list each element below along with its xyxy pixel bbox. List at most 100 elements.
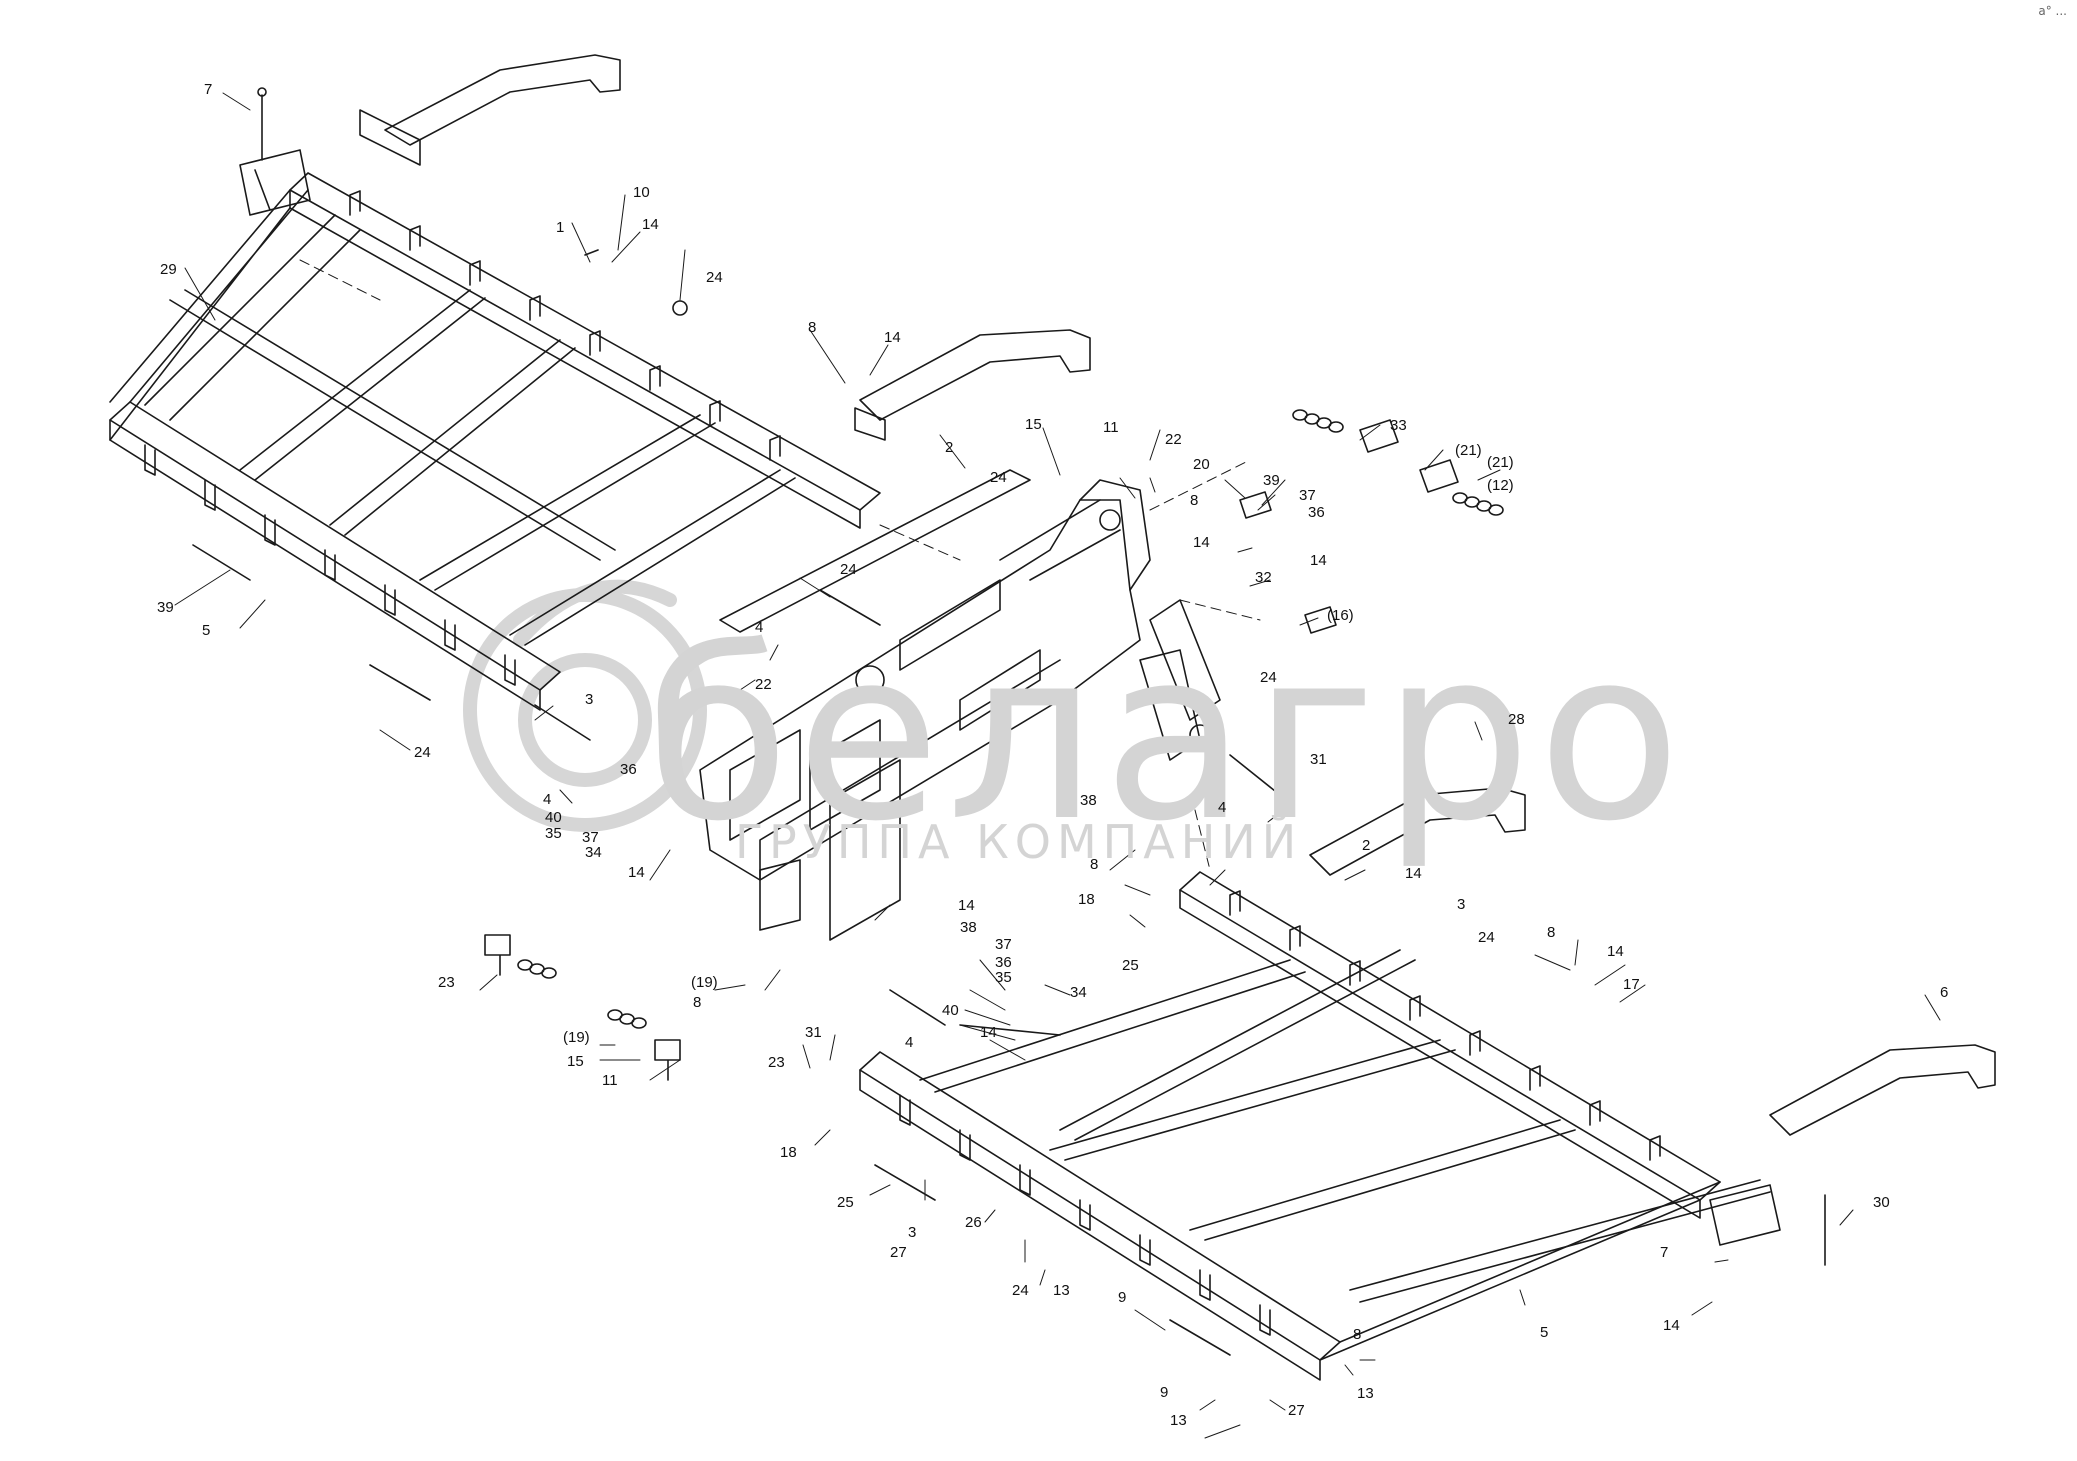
callout-label: 8 — [1090, 856, 1099, 873]
callout-label: 36 — [1308, 504, 1325, 521]
callout-label: 9 — [1118, 1289, 1127, 1306]
callout-label: 14 — [980, 1024, 997, 1041]
callout-label: 14 — [1310, 552, 1327, 569]
callout-label: 25 — [1122, 957, 1139, 974]
callout-label: 5 — [202, 622, 211, 639]
callout-label: 4 — [543, 791, 552, 808]
callout-label: 22 — [755, 676, 772, 693]
callout-label: 23 — [438, 974, 455, 991]
callout-label: 8 — [1547, 924, 1556, 941]
callout-label: 31 — [1310, 751, 1327, 768]
callout-label: 11 — [1103, 419, 1119, 436]
callout-label: 14 — [1405, 865, 1422, 882]
callout-label: 14 — [1607, 943, 1624, 960]
callout-label: 15 — [1025, 416, 1042, 433]
callout-label: 4 — [755, 619, 764, 636]
callout-label: 37 — [582, 829, 599, 846]
callout-label: 8 — [808, 319, 817, 336]
callout-label: 34 — [1070, 984, 1087, 1001]
callout-label: 40 — [545, 809, 562, 826]
callout-label: 13 — [1357, 1385, 1374, 1402]
callout-label: 14 — [884, 329, 901, 346]
callout-label: 24 — [990, 469, 1007, 486]
callout-label: 38 — [1080, 792, 1097, 809]
callout-label: 14 — [1193, 534, 1210, 551]
callout-label: 24 — [1260, 669, 1277, 686]
callout-label: 7 — [204, 81, 213, 98]
rear-beam-brackets — [349, 190, 781, 461]
callout-label: 37 — [995, 936, 1012, 953]
callout-label: 29 — [160, 261, 177, 278]
callout-label: 24 — [706, 269, 723, 286]
callout-label: 3 — [1457, 896, 1466, 913]
callout-label: 3 — [908, 1224, 917, 1241]
callout-label: 38 — [960, 919, 977, 936]
callout-label: 14 — [642, 216, 659, 233]
callout-label: (19) — [563, 1029, 590, 1046]
callout-label: 8 — [693, 994, 702, 1011]
callout-label: 39 — [157, 599, 174, 616]
lower-wing-arm — [1769, 1044, 1996, 1136]
callout-label: 15 — [567, 1053, 584, 1070]
upper-frame-section — [109, 54, 1091, 711]
callout-label: 26 — [965, 1214, 982, 1231]
callout-label: 14 — [1663, 1317, 1680, 1334]
corner-mark: a° ... — [2038, 4, 2067, 18]
callout-label: 35 — [995, 969, 1012, 986]
callout-label: 37 — [1299, 487, 1316, 504]
callout-label: 27 — [1288, 1402, 1305, 1419]
middle-wing-arm — [859, 329, 1091, 421]
callout-label: 9 — [1160, 1384, 1169, 1401]
callout-label: 31 — [805, 1024, 822, 1041]
callout-label: 3 — [585, 691, 594, 708]
callout-label: 4 — [1218, 799, 1227, 816]
callout-label: 25 — [837, 1194, 854, 1211]
lower-front-brackets — [899, 1094, 1271, 1336]
callout-label: 40 — [942, 1002, 959, 1019]
callout-label: 10 — [633, 184, 650, 201]
central-hitch — [699, 469, 1221, 941]
callout-label: 1 — [556, 219, 565, 236]
callout-label: 2 — [945, 439, 954, 456]
middle-right-wing-arm — [1309, 787, 1526, 876]
lower-frame-section — [859, 787, 1996, 1381]
callout-label: 28 — [1508, 711, 1525, 728]
callout-label: 24 — [414, 744, 431, 761]
callout-label: 20 — [1193, 456, 1210, 473]
callout-label: 13 — [1053, 1282, 1070, 1299]
callout-label: 34 — [585, 844, 602, 861]
callout-label: 14 — [958, 897, 975, 914]
callout-label: 32 — [1255, 569, 1272, 586]
callout-label: 4 — [905, 1034, 914, 1051]
callout-label: 24 — [840, 561, 857, 578]
lower-rear-brackets — [1229, 890, 1661, 1161]
callout-label: (21) — [1487, 454, 1514, 471]
callout-label: 36 — [620, 761, 637, 778]
callout-label: 36 — [995, 954, 1012, 971]
callout-label: 24 — [1012, 1282, 1029, 1299]
callout-label: 22 — [1165, 431, 1182, 448]
callout-label: 14 — [628, 864, 645, 881]
callout-label: 8 — [1190, 492, 1199, 509]
upper-wing-arm — [384, 54, 621, 146]
callout-label: 11 — [602, 1072, 618, 1089]
callout-label: (19) — [691, 974, 718, 991]
callout-label: 17 — [1623, 976, 1640, 993]
callout-label: (12) — [1487, 477, 1514, 494]
front-beam-brackets — [144, 444, 516, 686]
loose-hardware — [174, 87, 1941, 1439]
callout-label: 6 — [1940, 984, 1949, 1001]
callout-label: 5 — [1540, 1324, 1549, 1341]
callout-label: 39 — [1263, 472, 1280, 489]
callout-label: 30 — [1873, 1194, 1890, 1211]
callout-label: 7 — [1660, 1244, 1669, 1261]
callout-label: 8 — [1353, 1326, 1362, 1343]
callout-label: 2 — [1362, 837, 1371, 854]
callout-label: (16) — [1327, 607, 1354, 624]
callout-label: 23 — [768, 1054, 785, 1071]
watermark-logo — [463, 579, 707, 832]
callout-label: 27 — [890, 1244, 907, 1261]
callout-label: 33 — [1390, 417, 1407, 434]
